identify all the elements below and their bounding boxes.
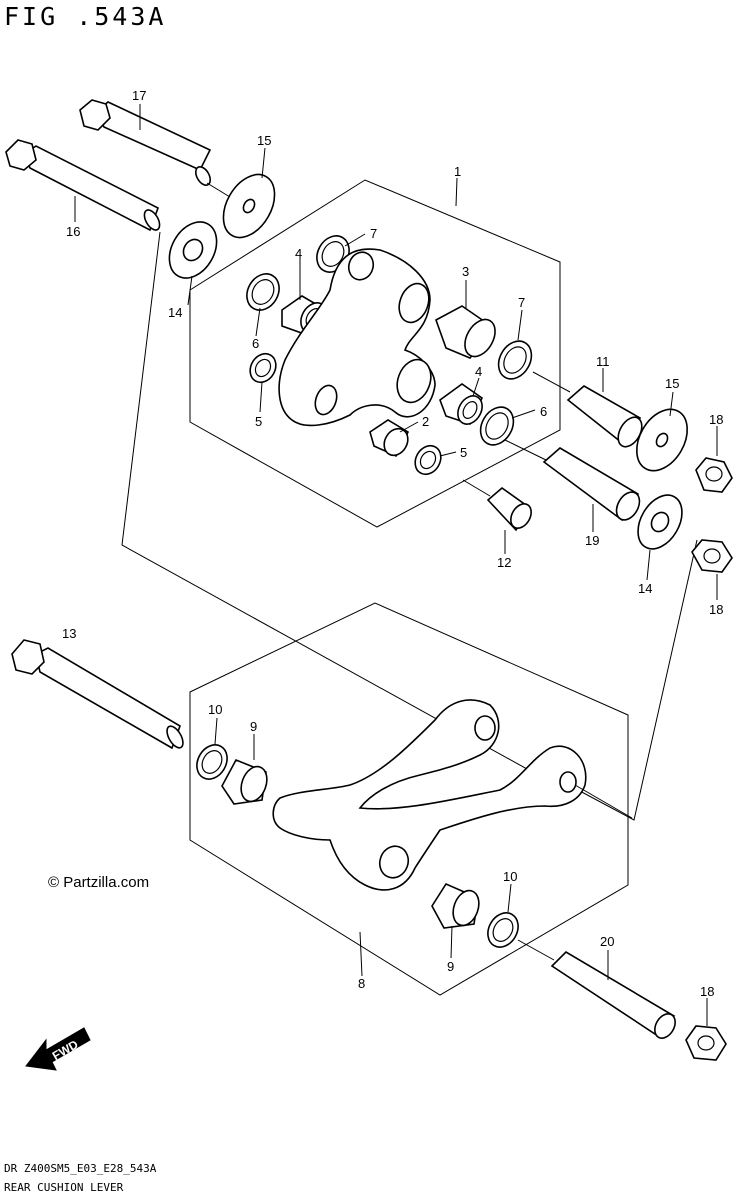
callout-19: 19 <box>585 533 599 548</box>
callout-4: 4 <box>295 246 302 261</box>
collar-9-left[interactable] <box>221 758 271 805</box>
callout-15: 15 <box>665 376 679 391</box>
lower-assembly-outline <box>189 602 629 996</box>
nut-18-top[interactable] <box>695 457 733 493</box>
callout-18: 18 <box>709 602 723 617</box>
callout-9: 9 <box>250 719 257 734</box>
upper-assembly-outline <box>189 179 561 528</box>
ring-10-right[interactable] <box>482 907 524 952</box>
callout-5: 5 <box>460 445 467 460</box>
callout-12: 12 <box>497 555 511 570</box>
bolt-17[interactable] <box>79 99 213 188</box>
callout-6: 6 <box>252 336 259 351</box>
nut-18-bottom[interactable] <box>685 1025 727 1061</box>
cushion-rod-part-8[interactable] <box>272 699 587 891</box>
callout-5: 5 <box>255 414 262 429</box>
copyright-watermark: © Partzilla.com <box>48 874 150 891</box>
callout-13: 13 <box>62 626 76 641</box>
callout-18: 18 <box>709 412 723 427</box>
ring-5-left[interactable] <box>245 349 281 387</box>
collar-3[interactable] <box>435 305 501 362</box>
washer-15-top[interactable] <box>213 166 285 247</box>
callout-4: 4 <box>475 364 482 379</box>
bushing-2[interactable] <box>369 419 413 460</box>
ring-10-left[interactable] <box>191 739 233 784</box>
callout-20: 20 <box>600 934 614 949</box>
callout-18: 18 <box>700 984 714 999</box>
cushion-lever-part-1[interactable] <box>278 248 436 427</box>
collar-11[interactable] <box>566 385 647 451</box>
callout-7: 7 <box>370 226 377 241</box>
seal-7-right[interactable] <box>492 335 538 385</box>
washer-14-right[interactable] <box>629 487 691 556</box>
leader-line-16-to-lever <box>121 231 566 791</box>
figure-code: DR Z400SM5_E03_E28_543A <box>4 1162 157 1175</box>
callout-leaders <box>74 104 718 1026</box>
spacer-12[interactable] <box>486 486 535 532</box>
seal-6-left[interactable] <box>241 268 286 316</box>
figure-caption: REAR CUSHION LEVER <box>4 1181 124 1194</box>
figure-title: FIG .543A <box>4 2 167 31</box>
leader-line-18-to-lever <box>577 539 698 821</box>
fwd-arrow-icon: FWD <box>25 1027 91 1071</box>
bearing-4-right[interactable] <box>439 383 487 428</box>
callout-11: 11 <box>596 354 610 369</box>
callout-3: 3 <box>462 264 469 279</box>
callout-16: 16 <box>66 224 80 239</box>
callout-14: 14 <box>638 581 652 596</box>
callout-17: 17 <box>132 88 146 103</box>
callout-labels: 17 15 1 16 7 4 3 14 7 6 11 15 4 5 2 6 18… <box>62 88 723 999</box>
callout-8: 8 <box>358 976 365 991</box>
ring-5-right[interactable] <box>410 441 446 479</box>
washer-15-right[interactable] <box>626 400 697 479</box>
collar-19[interactable] <box>542 447 644 524</box>
collar-9-right[interactable] <box>431 882 483 929</box>
callout-9: 9 <box>447 959 454 974</box>
bolt-16[interactable] <box>5 139 163 233</box>
seal-6-right[interactable] <box>474 401 520 451</box>
nut-18-middle[interactable] <box>691 539 733 573</box>
collar-20[interactable] <box>550 950 679 1042</box>
callout-10: 10 <box>208 702 222 717</box>
callout-14: 14 <box>168 305 182 320</box>
callout-15: 15 <box>257 133 271 148</box>
callout-2: 2 <box>422 414 429 429</box>
callout-1: 1 <box>454 164 461 179</box>
callout-6: 6 <box>540 404 547 419</box>
callout-7: 7 <box>518 295 525 310</box>
callout-10: 10 <box>503 869 517 884</box>
washer-14-left[interactable] <box>160 214 226 287</box>
bolt-13[interactable] <box>11 639 186 750</box>
